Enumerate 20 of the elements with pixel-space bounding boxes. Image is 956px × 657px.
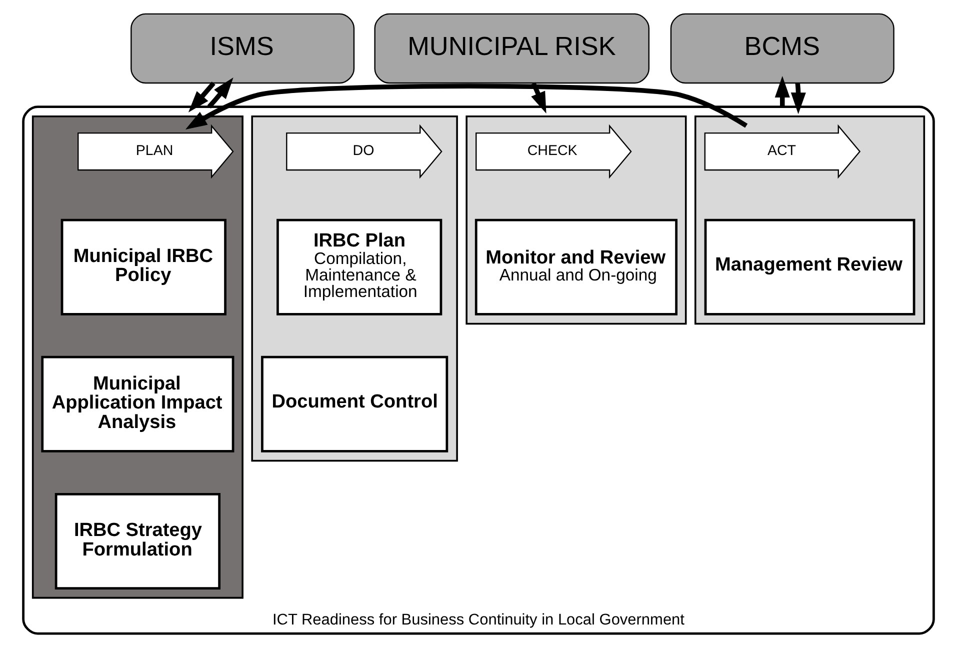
node-box: BCMS [670, 13, 894, 84]
cluster [31, 116, 243, 599]
node-box: Management Review [704, 218, 915, 316]
node-box: ISMS [130, 13, 354, 84]
node-box: Municipal Application Impact Analysis [40, 356, 234, 452]
cluster [694, 116, 925, 325]
cluster [250, 116, 458, 462]
arrow [184, 84, 748, 130]
node-box: Municipal IRBC Policy [60, 218, 226, 316]
arrow [790, 82, 806, 114]
node-box: IRBC Plan Compilation, Maintenance & Implementation [276, 218, 442, 316]
node-box: Monitor and Review Annual and On-going [474, 218, 677, 316]
arrow [530, 82, 546, 114]
cluster [465, 116, 686, 325]
node-box: Document Control [260, 356, 448, 452]
arrow [206, 78, 233, 108]
node-box: IRBC Strategy Formulation [54, 492, 220, 590]
arrow [774, 76, 790, 107]
arrow [188, 82, 215, 112]
node-box: MUNICIPAL RISK [374, 13, 649, 84]
